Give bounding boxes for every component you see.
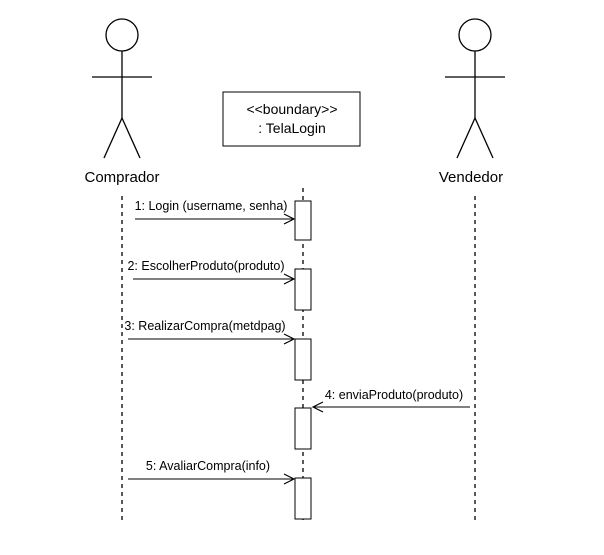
boundary-name: : TelaLogin — [258, 120, 325, 136]
boundary-stereotype: <<boundary>> — [246, 101, 337, 117]
actor-vendedor-left-leg — [456, 117, 476, 159]
message-label: 4: enviaProduto(produto) — [325, 388, 463, 402]
actor-comprador — [92, 18, 152, 159]
message-label: 3: RealizarCompra(metdpag) — [124, 319, 285, 333]
actor-comprador-head — [105, 18, 139, 52]
actor-vendedor — [445, 18, 505, 159]
actor-vendedor-right-leg — [474, 117, 494, 159]
activation-box — [294, 407, 312, 450]
message-label: 2: EscolherProduto(produto) — [127, 259, 284, 273]
actor-comprador-right-leg — [121, 117, 141, 159]
message-label: 1: Login (username, senha) — [135, 199, 288, 213]
activation-box — [294, 477, 312, 520]
actor-vendedor-label: Vendedor — [439, 169, 503, 186]
actor-vendedor-head — [458, 18, 492, 52]
message-label: 5: AvaliarCompra(info) — [146, 459, 270, 473]
actor-comprador-label: Comprador — [84, 169, 159, 186]
actor-comprador-left-leg — [103, 117, 123, 159]
activation-box — [294, 338, 312, 381]
activation-box — [294, 200, 312, 241]
boundary-box — [222, 91, 361, 147]
activation-box — [294, 268, 312, 311]
